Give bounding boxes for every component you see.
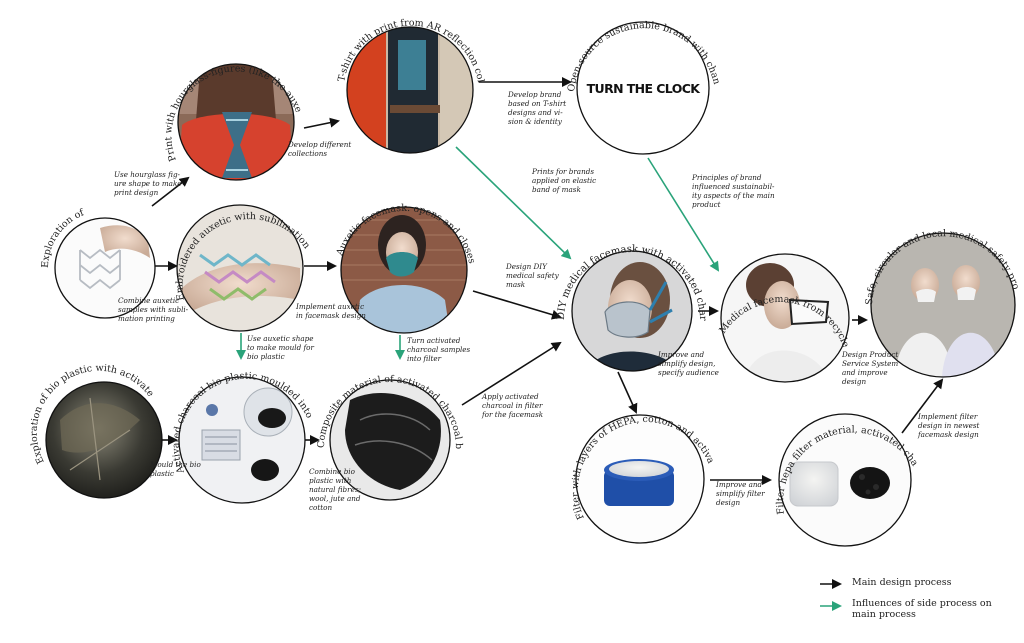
node-diy bbox=[571, 250, 693, 372]
node-brand-frame bbox=[576, 21, 710, 155]
node-composite bbox=[329, 379, 451, 501]
note-develop-collections: Develop different collections bbox=[288, 140, 352, 158]
note-design-pss: Design Product Service System and improv… bbox=[842, 350, 899, 386]
note-prints-for-brands: Prints for brands applied on elastic ban… bbox=[532, 167, 597, 194]
arrow-composite-to-diy bbox=[461, 341, 562, 406]
note-turn-charcoal: Turn activated charcoal samples into fil… bbox=[407, 336, 471, 363]
legend-main-label: Main design process bbox=[852, 577, 952, 588]
note-combine-fibres: Combine bio plastic with natural fibres;… bbox=[309, 467, 361, 512]
arrow-facemask-to-diy bbox=[472, 290, 562, 320]
arrow-print-to-tshirt bbox=[303, 117, 340, 129]
note-implement-filter: Implement filter design in newest facema… bbox=[918, 412, 980, 439]
node-composite-frame bbox=[329, 379, 451, 501]
note-combine-auxetic: Combine auxetic samples with subli- mati… bbox=[118, 296, 189, 323]
node-embroidered-frame bbox=[176, 204, 304, 332]
node-print-frame bbox=[177, 63, 295, 181]
arrow-hepa-to-pss bbox=[901, 378, 944, 434]
note-develop-brand: Develop brand based on T-shirt designs a… bbox=[508, 90, 567, 126]
node-facemask-frame bbox=[340, 206, 468, 334]
node-tshirt bbox=[346, 26, 474, 154]
node-auxetics-frame bbox=[54, 217, 156, 319]
node-hepa bbox=[778, 413, 912, 547]
legend-side-label: Influences of side process on main proce… bbox=[852, 598, 992, 620]
node-facemask bbox=[340, 206, 468, 334]
side-arrow-brand-to-medical bbox=[647, 157, 720, 272]
note-improve-filter: Improve and simplify filter design bbox=[716, 480, 765, 507]
node-bioplastic-frame bbox=[45, 381, 163, 499]
node-tshirt-frame bbox=[346, 26, 474, 154]
note-improve-simplify: Improve and simplify design, specify aud… bbox=[658, 350, 719, 377]
node-auxetics bbox=[54, 217, 156, 319]
note-brand-principles: Principles of brand influenced sustainab… bbox=[692, 173, 775, 209]
node-embroidered bbox=[176, 204, 304, 332]
note-mould-bioplastic: Mould the bio plastic bbox=[150, 460, 201, 478]
note-design-diy: Design DIY medical safety mask bbox=[506, 262, 559, 289]
arrow-auxetics-to-print bbox=[151, 176, 190, 207]
note-use-auxetic-shape: Use auxetic shape to make mould for bio … bbox=[247, 334, 314, 361]
node-bioplastic bbox=[45, 381, 163, 499]
node-diy-frame bbox=[571, 250, 693, 372]
brand-logo-text: TURN THE CLOCK bbox=[587, 81, 702, 96]
node-medical-frame bbox=[720, 253, 850, 383]
note-implement-auxetic: Implement auxetic in facemask design bbox=[296, 302, 366, 320]
node-pss-frame bbox=[870, 232, 1016, 378]
node-hepa-frame bbox=[778, 413, 912, 547]
note-hourglass-print: Use hourglass fig- ure shape to make pri… bbox=[114, 170, 182, 197]
node-filter-frame bbox=[575, 414, 705, 544]
node-moulded-frame bbox=[178, 376, 306, 504]
arrow-diy-to-filter bbox=[617, 371, 638, 414]
node-brand bbox=[576, 21, 710, 155]
note-apply-charcoal: Apply activated charcoal in filter for t… bbox=[482, 392, 544, 419]
node-moulded bbox=[178, 376, 306, 504]
side-arrow-tshirt-to-diy bbox=[455, 146, 572, 260]
node-medical bbox=[720, 253, 850, 383]
node-filter bbox=[575, 414, 705, 544]
